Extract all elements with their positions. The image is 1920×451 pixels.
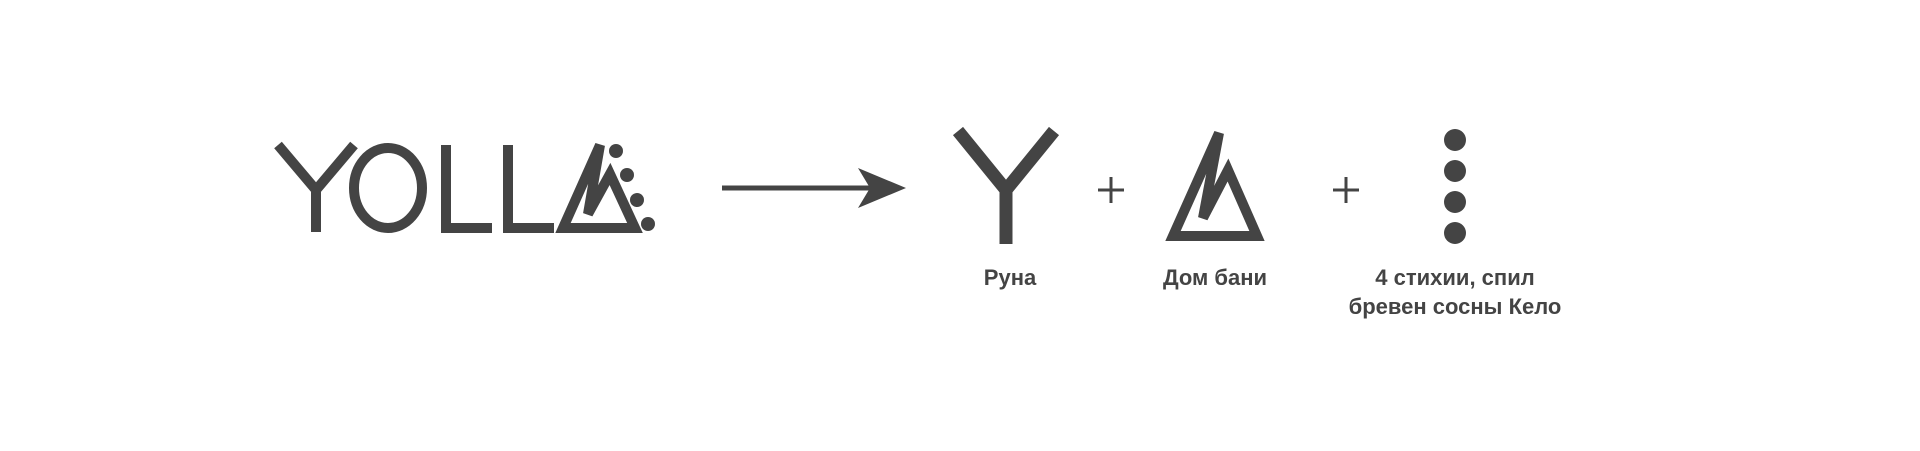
triangle-house-icon [1165,130,1265,241]
caption-line: 4 стихии, спил [1375,265,1535,290]
element-dot [1444,191,1466,213]
caption-line: Руна [983,265,1037,290]
logo-dot [620,168,634,182]
plus-icon [1098,177,1124,203]
logo-letter-l2 [503,145,554,233]
element-dot [1444,160,1466,182]
caption-line: бревен сосны Кело [1348,294,1562,319]
logo-letter-a-house [555,142,643,233]
logo-dots [609,144,655,231]
caption-house: Дом бани [1130,263,1300,292]
logo-letter-l1 [441,145,492,233]
logo-letter-y [274,141,358,232]
four-dots-icon [1444,129,1466,244]
logo-dot [630,193,644,207]
y-rune-icon [952,126,1060,244]
right-arrow-icon [722,168,906,208]
plus-icon [1333,177,1359,203]
yolla-logo [274,141,643,233]
logo-letter-o [349,143,427,233]
caption-elements: 4 стихии, спил бревен сосны Кело [1310,263,1600,321]
logo-dot [641,217,655,231]
element-dot [1444,222,1466,244]
logo-dot [609,144,623,158]
caption-rune: Руна [940,263,1080,292]
caption-line: Дом бани [1162,265,1268,290]
element-dot [1444,129,1466,151]
